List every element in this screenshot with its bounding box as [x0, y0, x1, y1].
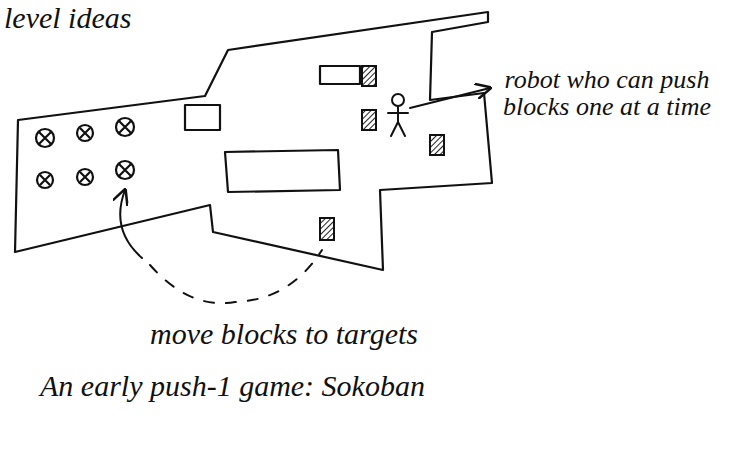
- title: level ideas: [4, 2, 131, 34]
- level-outline: [15, 12, 492, 270]
- caption-note: An early push-1 game: Sokoban: [40, 370, 425, 402]
- crate: [362, 66, 376, 86]
- target: [36, 129, 54, 147]
- target: [37, 172, 53, 188]
- crate: [430, 135, 444, 155]
- robot-figure: [388, 94, 408, 136]
- crate: [362, 110, 376, 130]
- target: [116, 161, 134, 179]
- target: [77, 169, 93, 185]
- leader-arrow: [120, 190, 142, 258]
- robot-note: robot who can push blocks one at a time: [492, 66, 722, 121]
- leader-bracket: [150, 250, 322, 303]
- wall-block: [225, 150, 340, 192]
- wall-block: [320, 66, 360, 84]
- crate: [320, 218, 334, 240]
- caption-note: move blocks to targets: [150, 318, 418, 350]
- leader-arrow: [410, 88, 490, 108]
- wall-block: [185, 105, 220, 130]
- target: [77, 125, 93, 141]
- target: [116, 118, 134, 136]
